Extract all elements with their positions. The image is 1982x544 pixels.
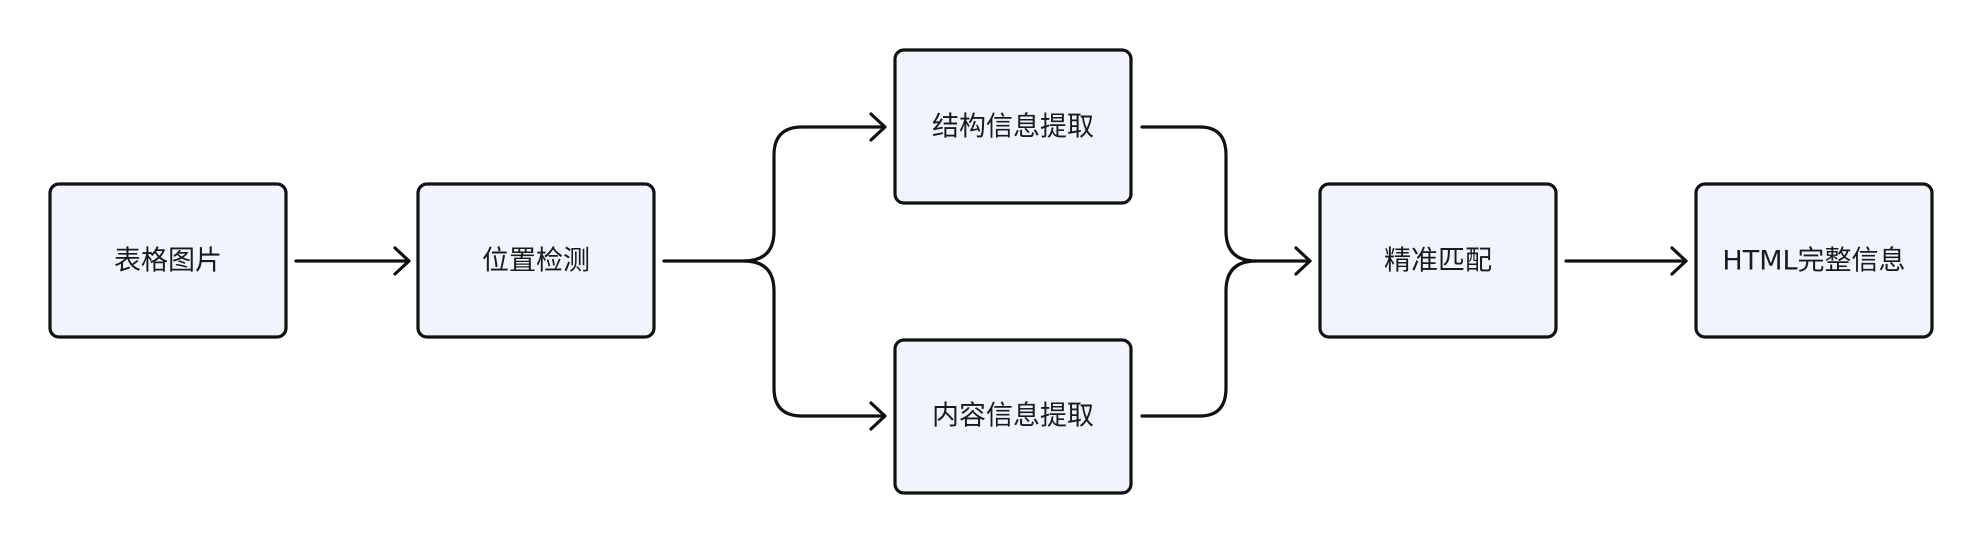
connector-content-merge (1140, 259, 1258, 418)
node-box (1694, 182, 1934, 339)
connector-position-split-lower (742, 259, 886, 418)
node-box (893, 48, 1133, 205)
node-label-html-complete-info: HTML完整信息 (1722, 246, 1905, 277)
arrowhead-position (393, 246, 411, 276)
connector-position-split (662, 125, 886, 263)
node-table-image: 表格图片 (48, 182, 288, 339)
node-label-structure-extraction: 结构信息提取 (932, 112, 1094, 143)
node-box (893, 338, 1133, 495)
arrowhead-html (1670, 246, 1688, 276)
node-html-complete-info: HTML完整信息 (1694, 182, 1934, 339)
node-position-detection: 位置检测 (416, 182, 656, 339)
node-precise-matching: 精准匹配 (1318, 182, 1558, 339)
node-label-precise-matching: 精准匹配 (1384, 246, 1492, 277)
arrowhead-content (869, 401, 887, 431)
connectors (294, 112, 1688, 431)
node-box (416, 182, 656, 339)
node-box (48, 182, 288, 339)
node-box (1318, 182, 1558, 339)
node-label-content-extraction: 内容信息提取 (932, 401, 1094, 432)
node-structure-extraction: 结构信息提取 (893, 48, 1133, 205)
node-content-extraction: 内容信息提取 (893, 338, 1133, 495)
arrowhead-matching (1294, 246, 1312, 276)
node-label-table-image: 表格图片 (114, 246, 222, 277)
connector-structure-merge (1140, 125, 1312, 263)
node-label-position-detection: 位置检测 (482, 246, 590, 277)
arrowhead-structure (869, 112, 887, 142)
